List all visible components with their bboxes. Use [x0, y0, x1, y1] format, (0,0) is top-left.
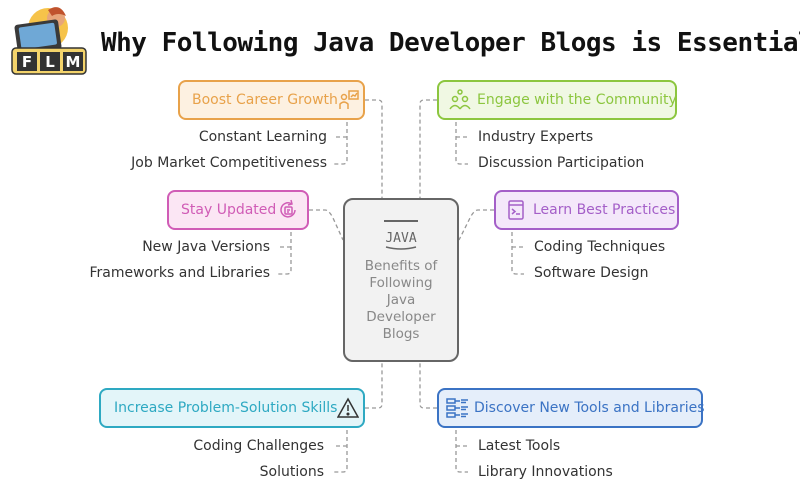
- sub-new-java-versions: New Java Versions: [142, 239, 270, 255]
- node-label: Increase Problem-Solution Skills: [114, 400, 338, 416]
- sub-coding-challenges: Coding Challenges: [193, 438, 324, 454]
- sub-discussion-participation: Discussion Participation: [478, 155, 645, 171]
- node-engage-with-community: Engage with the Community: [437, 80, 677, 120]
- sub-solutions: Solutions: [259, 464, 324, 480]
- node-label: Boost Career Growth: [192, 92, 338, 108]
- java-icon: JAVA: [384, 220, 418, 250]
- update-icon: [276, 198, 299, 222]
- node-stay-updated: Stay Updated: [167, 190, 309, 230]
- tools-icon: [446, 396, 470, 420]
- sub-latest-tools: Latest Tools: [478, 438, 561, 454]
- sub-coding-techniques: Coding Techniques: [534, 239, 666, 255]
- node-label: Stay Updated: [181, 202, 277, 218]
- center-label: Benefits of Following Java Developer Blo…: [364, 258, 438, 342]
- node-boost-career-growth: Boost Career Growth: [178, 80, 365, 120]
- node-discover-tools-libraries: Discover New Tools and Libraries: [437, 388, 705, 428]
- center-node: JAVA Benefits of Following Java Develope…: [343, 198, 459, 362]
- sub-industry-experts: Industry Experts: [478, 129, 594, 145]
- sub-constant-learning: Constant Learning: [198, 129, 327, 145]
- career-growth-icon: [338, 88, 360, 112]
- logo-letter-f: F: [22, 53, 32, 71]
- logo-letter-l: L: [45, 53, 55, 71]
- page-title: Why Following Java Developer Blogs is Es…: [101, 28, 800, 58]
- logo-letter-m: M: [66, 53, 81, 71]
- code-file-icon: [505, 198, 527, 222]
- sub-job-market: Job Market Competitiveness: [131, 155, 327, 171]
- node-label: Engage with the Community: [477, 92, 677, 108]
- logo: F L M: [8, 4, 98, 82]
- sub-software-design: Software Design: [534, 265, 649, 281]
- node-label: Discover New Tools and Libraries: [474, 400, 705, 416]
- node-increase-problem-solution-skills: Increase Problem-Solution Skills: [99, 388, 365, 428]
- svg-text:JAVA: JAVA: [385, 231, 416, 246]
- sub-library-innovations: Library Innovations: [478, 464, 613, 480]
- sub-frameworks: Frameworks and Libraries: [89, 265, 271, 281]
- warning-icon: [337, 396, 360, 420]
- node-label: Learn Best Practices: [533, 202, 676, 218]
- community-icon: [449, 88, 471, 112]
- node-learn-best-practices: Learn Best Practices: [494, 190, 679, 230]
